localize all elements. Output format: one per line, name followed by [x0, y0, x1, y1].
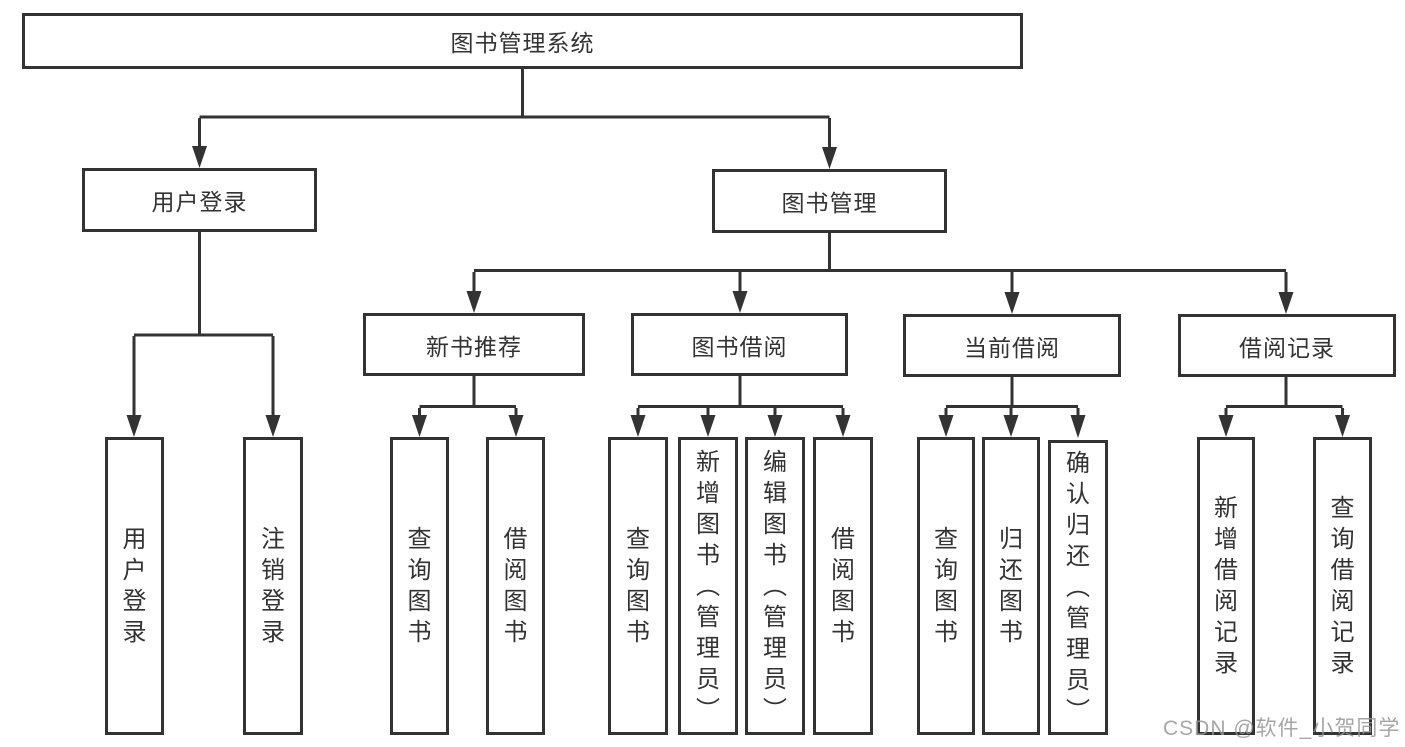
node-book-borrow: 图书借阅	[631, 313, 848, 376]
csdn-watermark: CSDN @软件_小贺同学	[1163, 717, 1401, 740]
leaf-add-book-admin: 新增图书︵管理员︶	[678, 437, 738, 735]
node-user-login: 用户登录	[82, 168, 317, 232]
node-library-management-system: 图书管理系统	[22, 13, 1023, 69]
leaf-query-book-borrow: 查询图书	[608, 437, 668, 735]
node-current-borrow: 当前借阅	[903, 314, 1121, 377]
leaf-logout: 注销登录	[243, 437, 303, 735]
leaf-add-borrow-record: 新增借阅记录	[1197, 437, 1255, 735]
leaf-query-book-recommend: 查询图书	[390, 437, 449, 735]
leaf-borrow-book-recommend: 借阅图书	[486, 437, 545, 735]
leaf-borrow-book: 借阅图书	[813, 437, 873, 735]
node-borrow-records: 借阅记录	[1178, 314, 1396, 377]
leaf-query-borrow-record: 查询借阅记录	[1313, 437, 1372, 735]
leaf-edit-book-admin: 编辑图书︵管理员︶	[745, 437, 805, 735]
node-book-management: 图书管理	[712, 169, 947, 233]
leaf-user-login: 用户登录	[105, 437, 164, 735]
node-new-book-recommend: 新书推荐	[363, 313, 585, 376]
leaf-confirm-return-admin: 确认归还︵管理员︶	[1048, 440, 1108, 735]
leaf-return-book: 归还图书	[982, 437, 1040, 735]
leaf-query-book-current: 查询图书	[917, 437, 975, 735]
